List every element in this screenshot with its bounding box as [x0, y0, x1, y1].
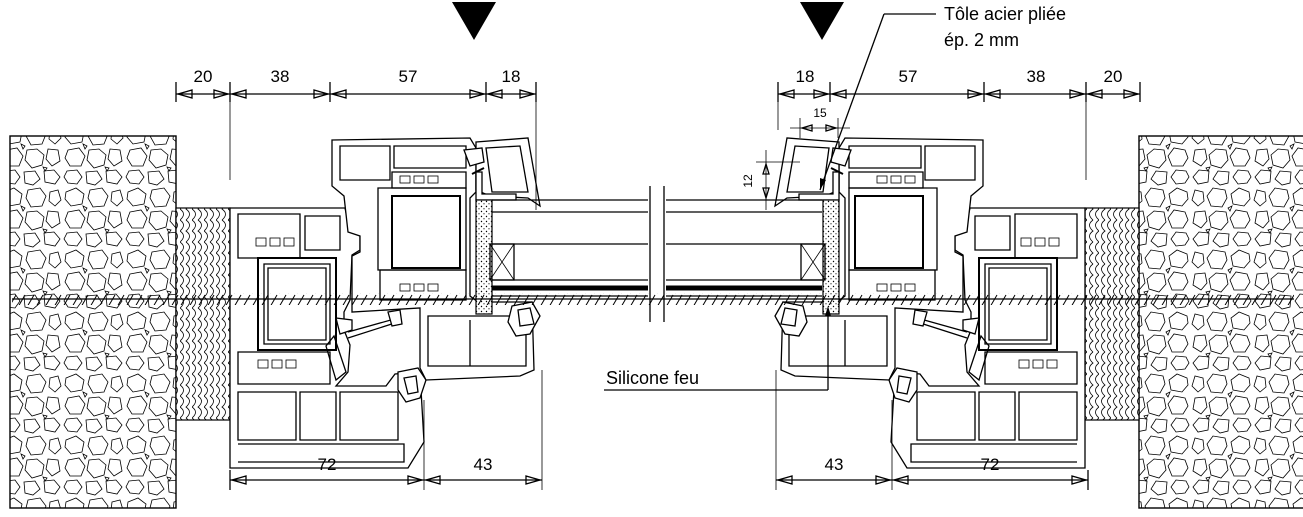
steel-sheet-thickness-label: ép. 2 mm — [944, 30, 1019, 50]
top-left-dimensions: 20 38 57 18 — [175, 67, 537, 210]
dim-57-left: 57 — [399, 67, 418, 86]
fire-silicone-label: Silicone feu — [606, 368, 699, 388]
dim-43-left: 43 — [474, 455, 493, 474]
right-frame-section — [774, 135, 1303, 509]
detail-dimensions: 15 12 — [741, 106, 850, 210]
dim-43-right: 43 — [825, 455, 844, 474]
left-frame-section — [9, 135, 541, 509]
dim-38-right: 38 — [1027, 67, 1046, 86]
top-right-dimensions: 18 57 38 20 — [777, 67, 1141, 180]
dim-57-right: 57 — [899, 67, 918, 86]
dim-15: 15 — [813, 106, 827, 120]
dim-20-right: 20 — [1104, 67, 1123, 86]
steel-sheet-callout: Tôle acier pliée ép. 2 mm — [819, 4, 1066, 191]
fixing-screw — [12, 293, 1294, 305]
down-triangle-icon — [452, 2, 496, 40]
fire-silicone-callout: Silicone feu — [604, 306, 831, 391]
dim-72-left: 72 — [318, 455, 337, 474]
dim-18-left: 18 — [502, 67, 521, 86]
down-triangle-icon — [800, 2, 844, 40]
dim-38-left: 38 — [271, 67, 290, 86]
steel-sheet-label: Tôle acier pliée — [944, 4, 1066, 24]
dim-20-left: 20 — [194, 67, 213, 86]
dim-18-right: 18 — [796, 67, 815, 86]
bottom-left-dimensions: 72 43 — [229, 370, 543, 490]
dim-12: 12 — [741, 174, 755, 188]
dim-72-right: 72 — [981, 455, 1000, 474]
